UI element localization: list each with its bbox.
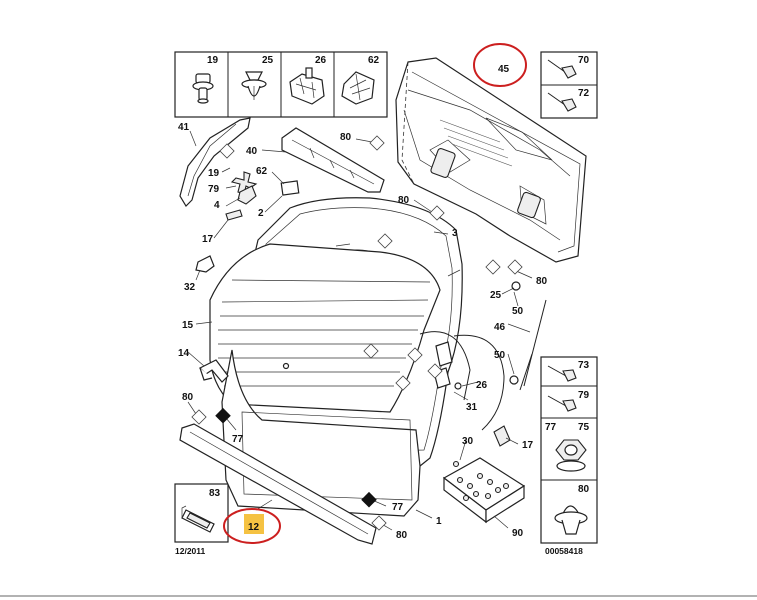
- callout-80: 80: [536, 276, 548, 287]
- callout-80: 80: [340, 132, 352, 143]
- callout-77: 77: [545, 422, 557, 433]
- gas-strut: [509, 281, 547, 391]
- callout-90: 90: [512, 528, 524, 539]
- fuse-block: [442, 457, 526, 524]
- callout-62: 62: [368, 55, 380, 66]
- callout-15: 15: [182, 320, 194, 331]
- callout-79: 79: [578, 390, 590, 401]
- callout-62: 62: [256, 166, 268, 177]
- bolt-icon: [547, 59, 577, 79]
- callout-41: 41: [178, 122, 190, 133]
- seal-grommet-icon: [181, 505, 215, 533]
- push-rivet-icon: [192, 73, 214, 104]
- parts-box-row-top: 19 25 26 62: [174, 51, 388, 118]
- callout-50: 50: [512, 306, 524, 317]
- highlight-box-12: [244, 514, 264, 534]
- tailgate-inner-panel: [395, 57, 587, 263]
- callout-83: 83: [209, 488, 221, 499]
- clip-icon: [241, 71, 267, 100]
- callout-40: 40: [246, 146, 258, 157]
- parts-box-bolts-top: 70 72: [540, 51, 598, 119]
- callout-80: 80: [396, 530, 408, 541]
- callout-70: 70: [578, 55, 590, 66]
- retainer-clip-icon: [341, 71, 375, 105]
- highlight-circle-45: [473, 43, 527, 87]
- callout-31: 31: [466, 402, 478, 413]
- diagram-date: 12/2011: [175, 546, 206, 556]
- small-parts-right: [433, 341, 511, 447]
- callout-2: 2: [258, 208, 264, 219]
- callout-80: 80: [398, 195, 410, 206]
- callout-46: 46: [494, 322, 506, 333]
- highlight-marks: 12: [223, 43, 527, 544]
- callout-79: 79: [208, 184, 220, 195]
- callout-26: 26: [476, 380, 488, 391]
- callout-75: 75: [578, 422, 590, 433]
- filled-square-tag: [361, 491, 377, 508]
- diagram-reference: 00058418: [545, 546, 583, 556]
- callout-77: 77: [392, 502, 404, 513]
- side-trim: [179, 117, 251, 207]
- callout-19: 19: [207, 55, 219, 66]
- callout-80: 80: [578, 484, 590, 495]
- callout-50: 50: [494, 350, 506, 361]
- callout-77: 77: [232, 434, 244, 445]
- nut-icon: [555, 439, 587, 472]
- screw-icon: [547, 365, 577, 382]
- callout-14: 14: [178, 348, 190, 359]
- lower-trim-strip: [179, 423, 377, 545]
- callout-73: 73: [578, 360, 590, 371]
- callout-19: 19: [208, 168, 220, 179]
- callout-25: 25: [262, 55, 274, 66]
- callout-17: 17: [202, 234, 214, 245]
- callout-25: 25: [490, 290, 502, 301]
- reference-tags: [191, 135, 523, 531]
- rear-window-glass: [209, 243, 441, 413]
- callout-17: 17: [522, 440, 534, 451]
- parts-box-seal: 83: [174, 483, 229, 543]
- callout-labels: 41 40 62 19 79 4 2 17 32 15 14 80 77 80 …: [178, 64, 548, 541]
- callout-1: 1: [436, 516, 442, 527]
- callout-72: 72: [578, 88, 590, 99]
- callout-30: 30: [462, 436, 474, 447]
- parts-box-bolts-bottom: 73 79 77 75 80: [540, 356, 598, 544]
- callout-4: 4: [214, 200, 220, 211]
- callout-26: 26: [315, 55, 327, 66]
- callout-3: 3: [452, 228, 458, 239]
- screw-icon: [547, 395, 577, 412]
- callout-45: 45: [498, 64, 510, 75]
- callout-32: 32: [184, 282, 196, 293]
- filled-square-tag: [215, 407, 231, 424]
- rivet-cap-icon: [554, 505, 588, 535]
- highlight-circle-12: [223, 508, 281, 544]
- callout-80: 80: [182, 392, 194, 403]
- weather-seal: [419, 331, 505, 431]
- bolt-icon: [547, 92, 577, 112]
- bracket-clip-icon: [289, 67, 325, 105]
- small-parts-left: [195, 171, 300, 383]
- callout-12: 12: [248, 522, 260, 533]
- top-trim: [281, 127, 385, 193]
